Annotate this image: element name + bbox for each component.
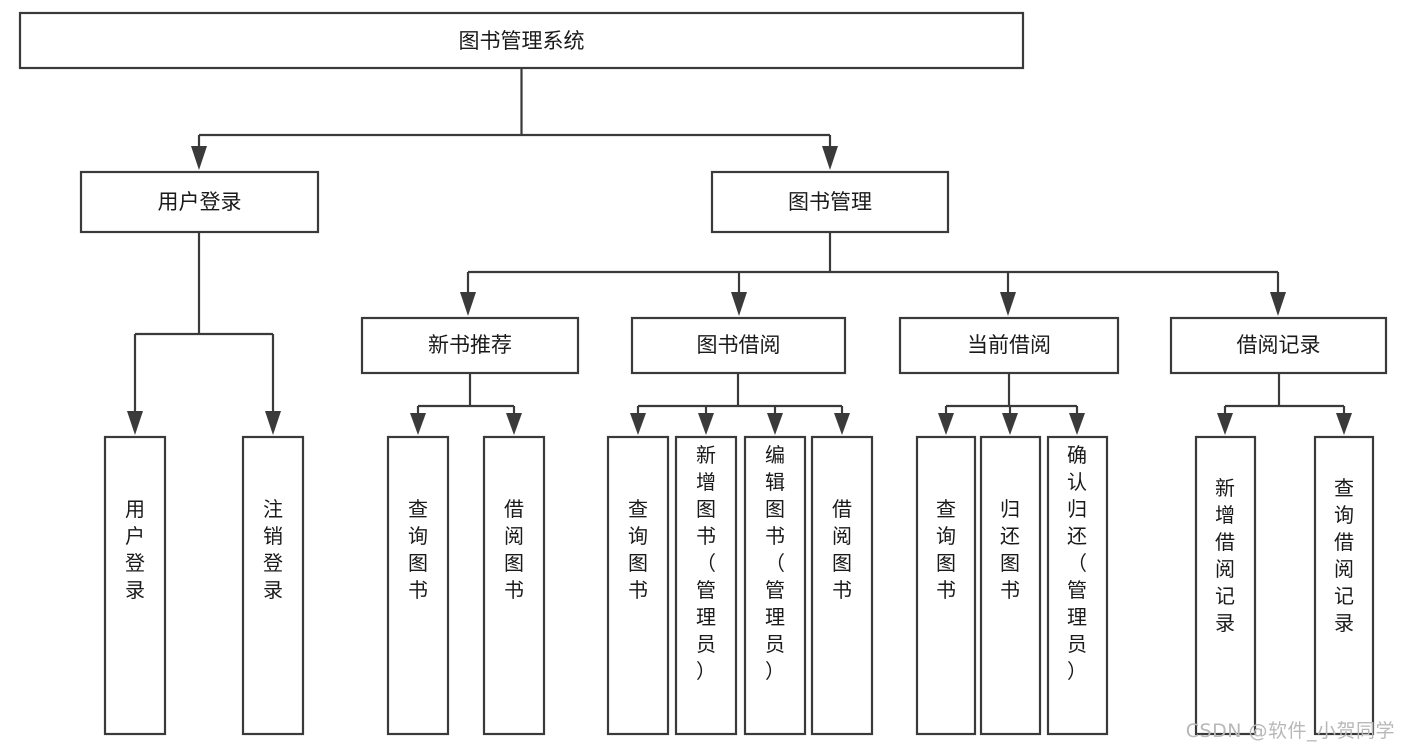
connector-group-root (191, 68, 838, 170)
arrow-head-icon (1336, 413, 1352, 435)
arrow-head-icon (938, 413, 954, 435)
connector-group-current-borrow (938, 373, 1085, 435)
leaf-confirm-return-admin-label: 确认归还（管理员） (1067, 443, 1087, 683)
node-book-management-label: 图书管理 (788, 190, 872, 214)
leaf-query-book-newbook-box[interactable] (386, 435, 450, 736)
arrow-head-icon (1217, 413, 1233, 435)
node-borrow-records[interactable]: 借阅记录 (1169, 316, 1388, 375)
node-user-login-box[interactable] (79, 170, 320, 234)
node-new-book-recommend-box[interactable] (360, 316, 580, 375)
node-book-management[interactable]: 图书管理 (710, 170, 950, 234)
node-root-box[interactable] (18, 11, 1025, 70)
arrow-head-icon (630, 413, 646, 435)
arrow-head-icon (191, 146, 207, 170)
node-borrow-records-label: 借阅记录 (1237, 333, 1321, 357)
leaf-return-book-box[interactable] (979, 435, 1042, 736)
leaf-logout[interactable]: 注销登录 (241, 435, 305, 736)
arrow-head-icon (127, 411, 143, 435)
arrow-head-icon (265, 411, 281, 435)
connector-group-user-login (127, 232, 281, 435)
node-user-login-label: 用户登录 (158, 190, 242, 214)
arrow-head-icon (410, 413, 426, 435)
arrow-head-icon (506, 413, 522, 435)
leaf-add-book-admin[interactable]: 新增图书（管理员） (674, 435, 738, 736)
leaf-query-book-borrow[interactable]: 查询图书 (606, 435, 670, 736)
leaf-confirm-return-admin-box[interactable] (1046, 435, 1109, 736)
arrow-head-icon (834, 413, 850, 435)
leaf-confirm-return-admin[interactable]: 确认归还（管理员） (1046, 435, 1109, 736)
node-book-management-box[interactable] (710, 170, 950, 234)
leaf-add-borrow-record[interactable]: 新增借阅记录 (1194, 435, 1257, 736)
leaf-user-login-box[interactable] (103, 435, 167, 736)
arrow-head-icon (767, 413, 783, 435)
leaf-user-login[interactable]: 用户登录 (103, 435, 167, 736)
leaf-query-book-current-label: 查询图书 (936, 497, 956, 602)
leaf-query-borrow-record-label: 查询借阅记录 (1334, 476, 1354, 635)
leaf-add-book-admin-box[interactable] (674, 435, 738, 736)
leaf-query-book-current[interactable]: 查询图书 (915, 435, 977, 736)
leaf-add-borrow-record-label: 新增借阅记录 (1215, 476, 1235, 635)
arrow-head-icon (1002, 413, 1018, 435)
arrow-head-icon (698, 413, 714, 435)
leaf-borrow-book-newbook-box[interactable] (482, 435, 546, 736)
node-new-book-recommend[interactable]: 新书推荐 (360, 316, 580, 375)
leaf-borrow-book-borrow-label: 借阅图书 (832, 497, 852, 602)
leaf-query-borrow-record-box[interactable] (1313, 435, 1375, 736)
leaf-query-book-newbook-label: 查询图书 (408, 497, 428, 602)
leaf-add-book-admin-label: 新增图书（管理员） (696, 443, 716, 683)
connector-group-new-book (410, 373, 522, 435)
leaf-logout-label: 注销登录 (263, 497, 283, 602)
node-root-label: 图书管理系统 (459, 29, 585, 53)
leaf-query-book-current-box[interactable] (915, 435, 977, 736)
node-new-book-recommend-label: 新书推荐 (428, 333, 512, 357)
arrow-head-icon (1069, 413, 1085, 435)
leaf-return-book[interactable]: 归还图书 (979, 435, 1042, 736)
leaf-logout-box[interactable] (241, 435, 305, 736)
leaf-borrow-book-newbook-label: 借阅图书 (504, 497, 524, 602)
leaf-edit-book-admin[interactable]: 编辑图书（管理员） (743, 435, 807, 736)
leaf-user-login-label: 用户登录 (125, 497, 145, 602)
arrow-head-icon (1000, 292, 1016, 316)
node-borrow-records-box[interactable] (1169, 316, 1388, 375)
connector-group-book-borrow (630, 373, 850, 435)
node-root[interactable]: 图书管理系统 (18, 11, 1025, 70)
leaf-borrow-book-newbook[interactable]: 借阅图书 (482, 435, 546, 736)
connector-group-book-mgmt (460, 232, 1286, 316)
node-current-borrow-box[interactable] (898, 316, 1120, 375)
arrow-head-icon (460, 292, 476, 316)
node-user-login[interactable]: 用户登录 (79, 170, 320, 234)
leaf-query-borrow-record[interactable]: 查询借阅记录 (1313, 435, 1375, 736)
leaf-borrow-book-borrow-box[interactable] (810, 435, 874, 736)
arrow-head-icon (822, 146, 838, 170)
arrow-head-icon (1270, 292, 1286, 316)
arrow-head-icon (731, 292, 747, 316)
leaf-return-book-label: 归还图书 (1000, 497, 1020, 602)
leaf-edit-book-admin-label: 编辑图书（管理员） (765, 443, 785, 683)
node-current-borrow[interactable]: 当前借阅 (898, 316, 1120, 375)
csdn-watermark: CSDN @软件_小贺同学 (1185, 720, 1395, 742)
node-book-borrow-label: 图书借阅 (697, 333, 781, 357)
leaf-add-borrow-record-box[interactable] (1194, 435, 1257, 736)
leaf-query-book-borrow-label: 查询图书 (628, 497, 648, 602)
leaf-query-book-borrow-box[interactable] (606, 435, 670, 736)
leaf-edit-book-admin-box[interactable] (743, 435, 807, 736)
node-book-borrow[interactable]: 图书借阅 (630, 316, 847, 375)
node-current-borrow-label: 当前借阅 (967, 333, 1051, 357)
leaf-query-book-newbook[interactable]: 查询图书 (386, 435, 450, 736)
connector-group-borrow-records (1217, 373, 1352, 435)
node-book-borrow-box[interactable] (630, 316, 847, 375)
leaf-borrow-book-borrow[interactable]: 借阅图书 (810, 435, 874, 736)
